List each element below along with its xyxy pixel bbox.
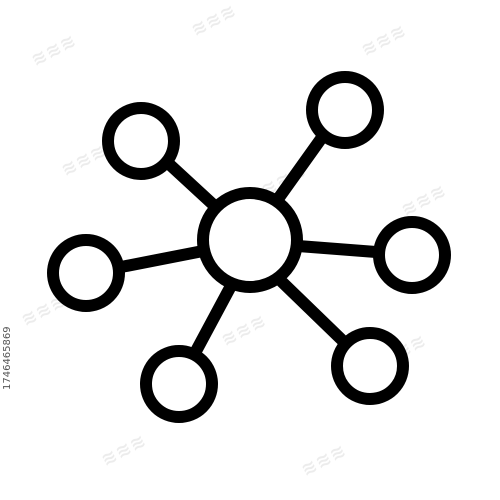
node-left-icon xyxy=(47,234,125,312)
node-bottom-right-icon xyxy=(331,327,409,405)
node-right-icon xyxy=(373,216,451,294)
stock-image-id: 1746465869 xyxy=(2,326,13,390)
connector-bottom-right xyxy=(274,274,349,347)
node-top-right-icon xyxy=(306,71,384,149)
connector-top-right xyxy=(272,130,329,205)
hub-node-icon xyxy=(197,187,303,293)
connector-bottom-left xyxy=(189,278,238,359)
connector-lines xyxy=(115,130,382,359)
node-bottom-left-icon xyxy=(140,345,218,423)
node-top-left-icon xyxy=(102,102,180,180)
satellite-nodes xyxy=(47,71,451,423)
connector-left xyxy=(115,245,209,273)
connector-right xyxy=(292,240,382,258)
connector-top-left xyxy=(162,157,225,216)
